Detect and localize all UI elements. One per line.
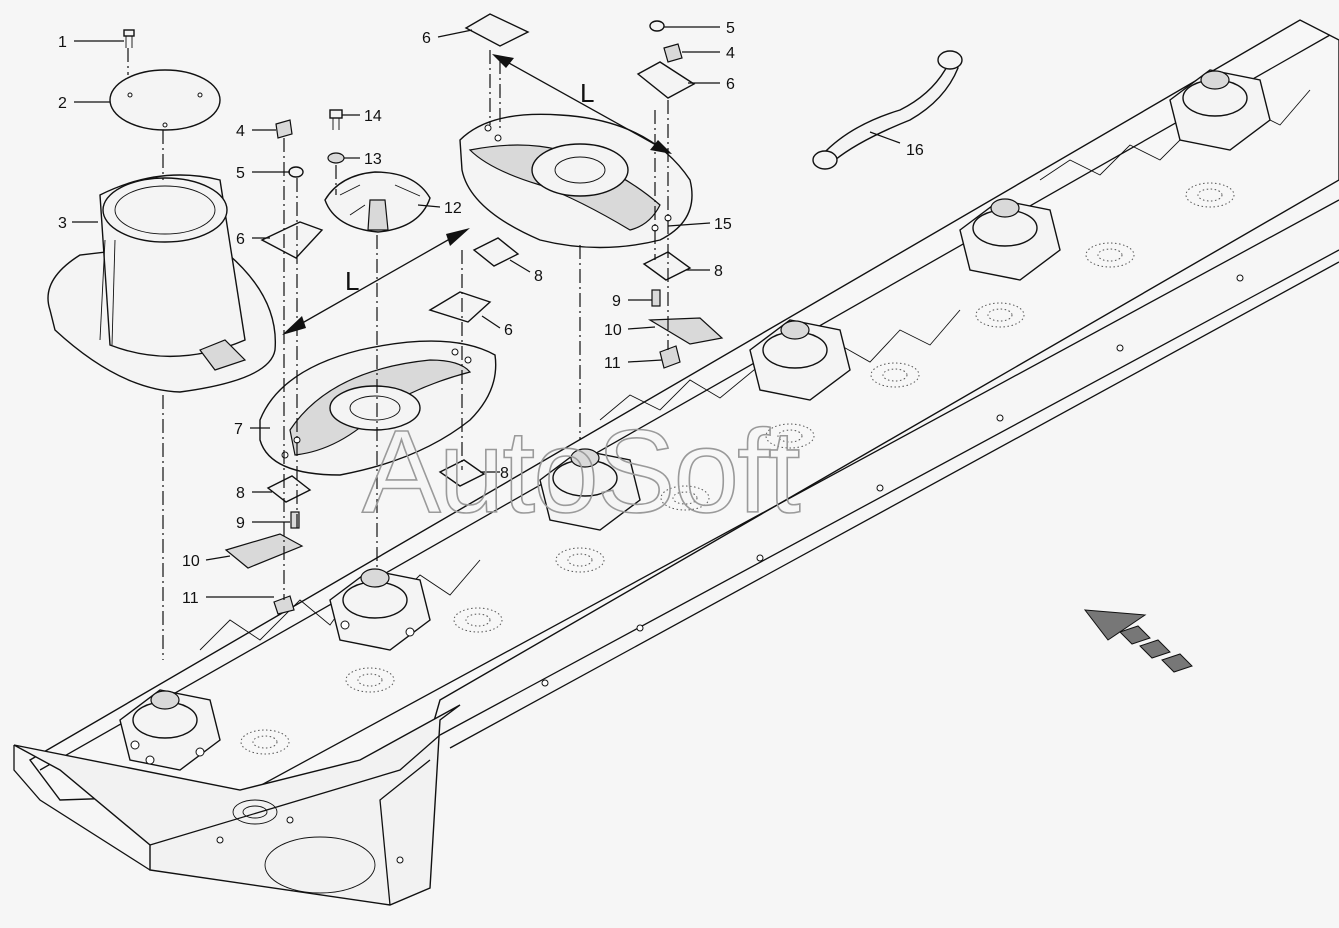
label-9b: 9 (612, 293, 621, 310)
label-1: 1 (58, 34, 67, 51)
label-13: 13 (364, 151, 382, 168)
label-8c: 8 (534, 268, 543, 285)
washer-5-left (288, 166, 304, 178)
nut-4-left (275, 119, 293, 139)
part-3-cone (47, 174, 277, 393)
label-8d: 8 (500, 465, 509, 482)
label-6d: 6 (504, 322, 513, 339)
bar-holes (216, 274, 1244, 864)
watermark-text: AutoSoft (362, 406, 800, 538)
part-2-cover-disc (109, 69, 221, 131)
blade-10-b (647, 317, 724, 345)
label-9a: 9 (236, 515, 245, 532)
label-4b: 4 (726, 45, 735, 62)
nut-4-right (663, 43, 683, 63)
label-5b: 5 (726, 20, 735, 37)
plate-8-a (472, 237, 520, 267)
dimension-label-right: L (580, 78, 594, 108)
plate-8-b (642, 251, 692, 281)
disc-hub-5 (959, 198, 1061, 281)
blade-10-a (224, 533, 304, 569)
label-10b: 10 (604, 322, 622, 339)
part-16-wrench (812, 50, 963, 170)
leader-lines (72, 26, 901, 598)
part-7-disc-left (259, 340, 497, 476)
label-16: 16 (906, 142, 924, 159)
label-8b: 8 (714, 263, 723, 280)
dimension-label-left: L (345, 266, 359, 296)
label-11b: 11 (604, 355, 621, 372)
bolt-9-a (651, 289, 661, 307)
washer-5-right (649, 20, 665, 32)
dimension-arrows (282, 54, 672, 335)
disc-hub-4 (749, 319, 851, 401)
label-2: 2 (58, 95, 67, 112)
label-8a: 8 (236, 485, 245, 502)
label-11a: 11 (182, 590, 199, 607)
label-7: 7 (234, 421, 243, 438)
label-14: 14 (364, 108, 382, 125)
bolt-11-a (273, 595, 295, 615)
label-15: 15 (714, 216, 732, 233)
disc-hubs (119, 69, 1271, 771)
part-15-disc-right (459, 113, 693, 249)
bolt-14 (329, 109, 343, 119)
label-10a: 10 (182, 553, 200, 570)
disc-hub-3 (539, 448, 641, 531)
label-3: 3 (58, 215, 67, 232)
label-5a: 5 (236, 165, 245, 182)
holder-6-c (464, 13, 530, 47)
disc-hub-1 (119, 689, 221, 771)
label-12: 12 (444, 200, 462, 217)
holder-6-d (636, 61, 696, 99)
assembly-lines (127, 48, 669, 660)
disc-hub-6 (1169, 69, 1271, 151)
label-6c: 6 (726, 76, 735, 93)
part-1-screw (123, 29, 135, 48)
label-6b: 6 (422, 30, 431, 47)
bolt-9-b (290, 511, 300, 529)
label-6a: 6 (236, 231, 245, 248)
bolt-11-b (659, 345, 681, 369)
plate-8-c (438, 459, 486, 487)
direction-arrow-icon (1083, 609, 1193, 673)
disc-hub-2 (329, 568, 431, 651)
small-parts (224, 13, 724, 615)
label-4a: 4 (236, 123, 245, 140)
holder-6-a (260, 221, 324, 259)
holder-6-b (428, 291, 492, 323)
part-labels: 1 2 3 4 5 6 7 8 9 10 11 14 13 12 6 5 4 6… (58, 20, 924, 607)
plate-8-d (266, 475, 312, 503)
part-12-cap (324, 171, 431, 233)
washer-13 (327, 152, 345, 164)
